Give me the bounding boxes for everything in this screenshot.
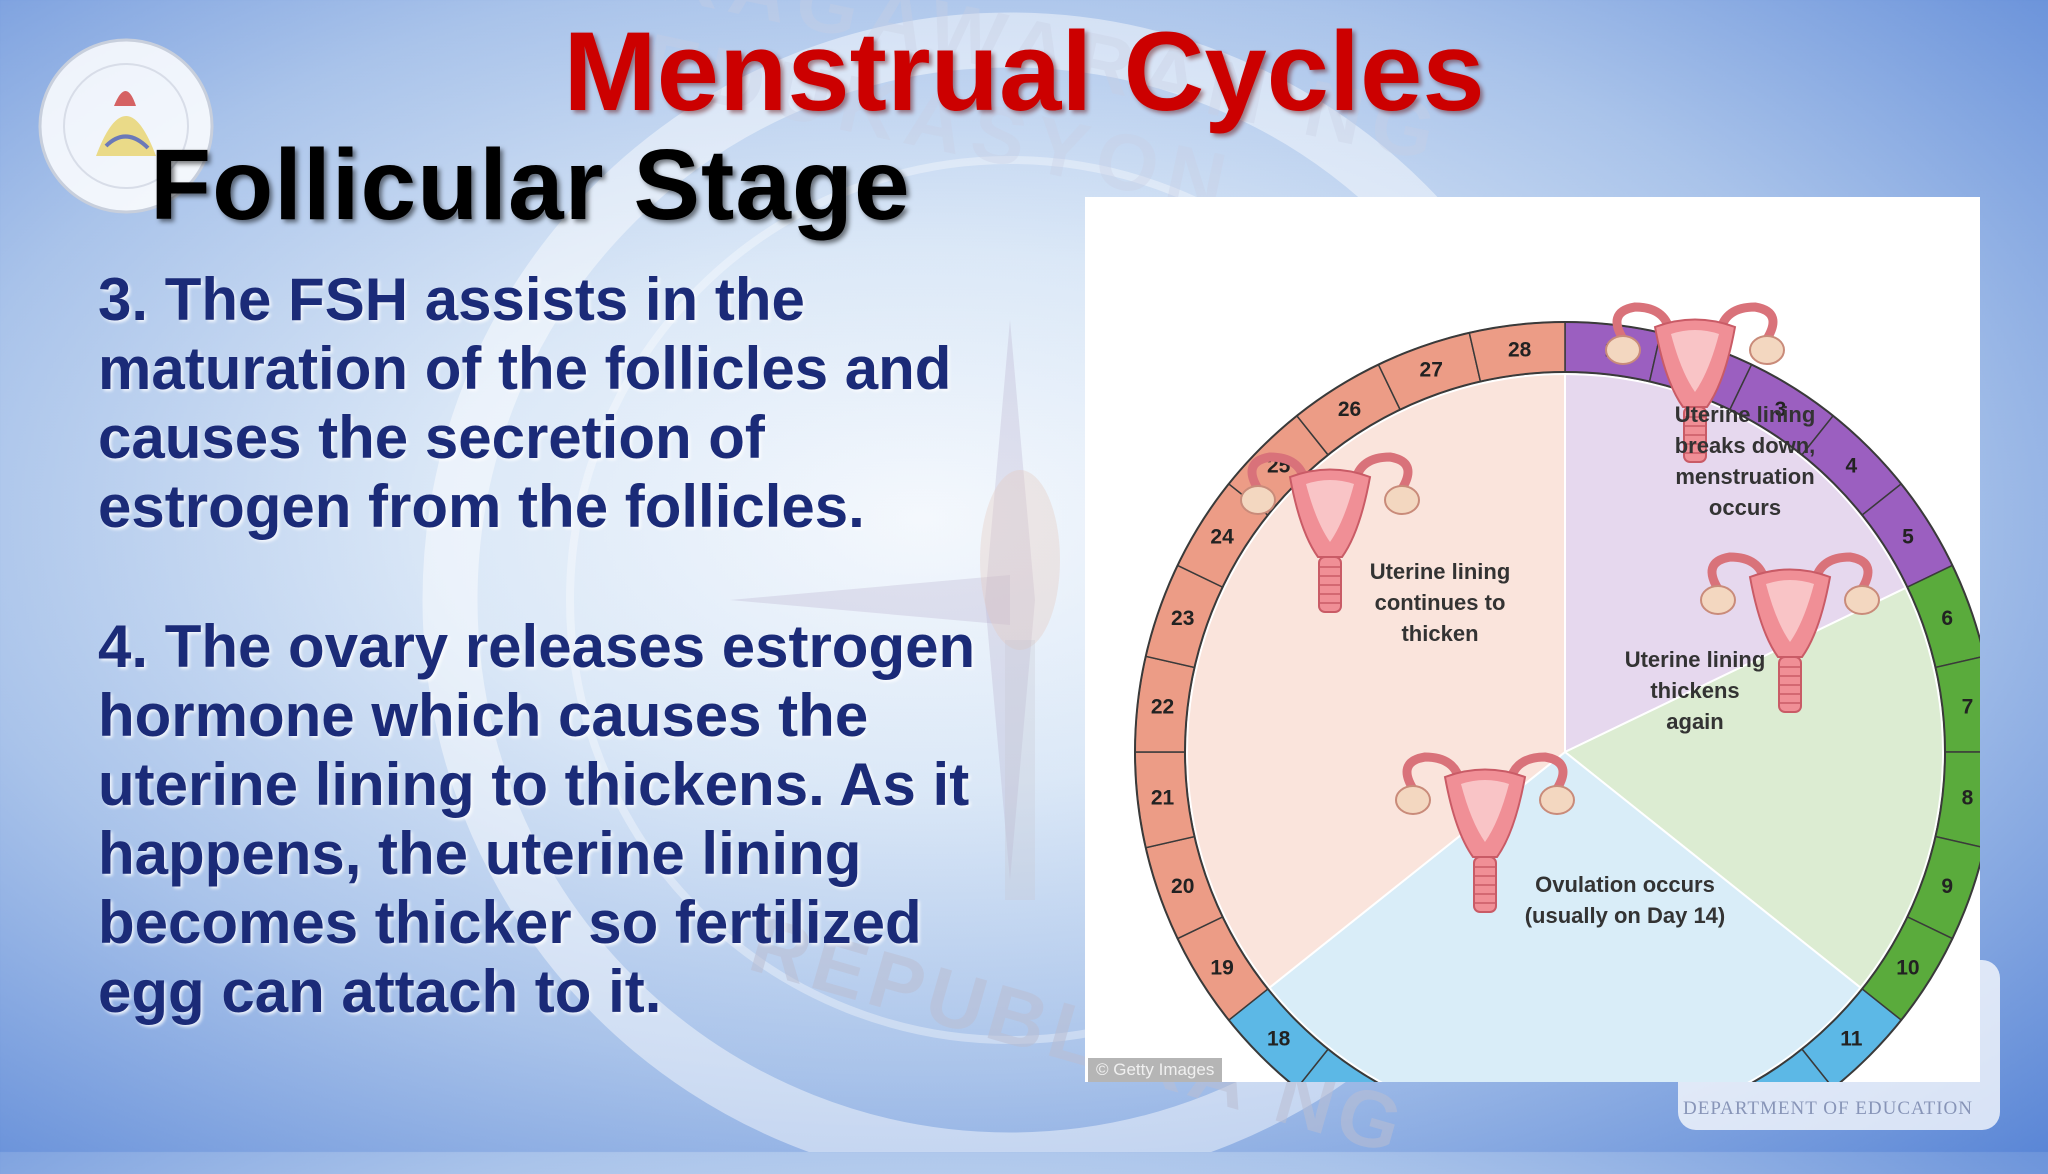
- phase-label-line: thicken: [1401, 621, 1478, 646]
- day-number: 7: [1962, 696, 1974, 719]
- paragraph-estrogen: 4. The ovary releases estrogen hormone w…: [98, 612, 1058, 1026]
- phase-label-line: again: [1666, 709, 1723, 734]
- image-credit: © Getty Images: [1088, 1058, 1223, 1082]
- deped-logo: [38, 38, 214, 214]
- day-number: 3: [1775, 398, 1787, 421]
- day-number: 9: [1941, 875, 1953, 898]
- uterus-illustration-luteal: [1240, 452, 1420, 613]
- phase-label-line: Ovulation occurs: [1535, 872, 1715, 897]
- day-number: 8: [1962, 786, 1974, 809]
- phase-sector-luteal: [1186, 372, 1566, 990]
- day-number: 10: [1896, 956, 1919, 979]
- day-number: 23: [1171, 607, 1194, 630]
- phase-label-line: Uterine lining: [1675, 402, 1816, 427]
- phase-label-line: thickens: [1650, 678, 1739, 703]
- paragraph-fsh: 3. The FSH assists in the maturation of …: [98, 265, 1058, 541]
- phase-label-line: continues to: [1375, 590, 1506, 615]
- day-number: 26: [1338, 398, 1361, 421]
- phase-label-line: Uterine lining: [1370, 559, 1511, 584]
- deped-badge-text: DEPARTMENT OF EDUCATION: [1683, 1098, 1973, 1119]
- paragraph-line: 4. The ovary releases estrogen: [98, 613, 976, 680]
- day-number: 4: [1846, 455, 1858, 478]
- paragraph-line: 3. The FSH assists in the: [98, 266, 805, 333]
- phase-label-line: menstruation: [1675, 464, 1814, 489]
- day-number: 27: [1420, 359, 1443, 382]
- day-number: 21: [1151, 786, 1175, 809]
- day-number: 24: [1210, 526, 1234, 549]
- uterus-illustration-ovulation: [1395, 752, 1575, 913]
- paragraph-line: happens, the uterine lining: [98, 820, 862, 887]
- slide-title: Menstrual Cycles: [563, 9, 1485, 134]
- paragraph-line: becomes thicker so fertilized: [98, 889, 922, 956]
- phase-label-line: Uterine lining: [1625, 647, 1766, 672]
- paragraph-line: maturation of the follicles and: [98, 335, 952, 402]
- phase-sector-menstruation: [1564, 372, 1907, 754]
- uterus-illustration-menstruation: [1605, 302, 1785, 463]
- paragraph-line: hormone which causes the: [98, 682, 869, 749]
- day-number: 5: [1902, 526, 1914, 549]
- day-number: 6: [1941, 607, 1953, 630]
- day-number: 19: [1210, 956, 1233, 979]
- paragraph-line: causes the secretion of: [98, 404, 765, 471]
- paragraph-line: estrogen from the follicles.: [98, 473, 865, 540]
- phase-label-line: breaks down,: [1675, 433, 1816, 458]
- paragraph-line: uterine lining to thickens. As it: [98, 751, 970, 818]
- phase-sector-thickening: [1563, 586, 1944, 990]
- phase-label-line: (usually on Day 14): [1525, 903, 1726, 928]
- day-number: 22: [1151, 696, 1174, 719]
- slide-subtitle: Follicular Stage: [150, 129, 911, 241]
- cycle-diagram: 1234567891011121314151617181920212223242…: [1134, 302, 1996, 1174]
- paragraph-line: egg can attach to it.: [98, 958, 662, 1025]
- day-number: 11: [1840, 1027, 1863, 1050]
- uterus-illustration-thickening: [1700, 552, 1880, 713]
- day-number: 28: [1508, 339, 1532, 362]
- day-number: 18: [1267, 1027, 1291, 1050]
- day-number: 20: [1171, 875, 1194, 898]
- cycle-diagram-panel: 1234567891011121314151617181920212223242…: [1085, 197, 1996, 1174]
- phase-label-line: occurs: [1709, 495, 1781, 520]
